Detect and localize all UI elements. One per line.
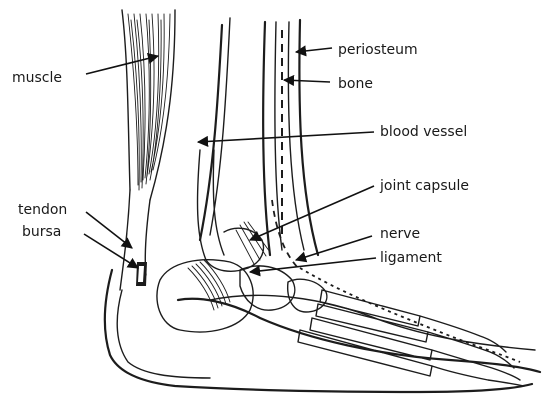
calf-muscle [122,10,175,200]
label-blood-vessel: blood vessel [380,124,467,140]
label-nerve: nerve [380,226,420,242]
label-bone: bone [338,76,373,92]
blood-vessel-pointer [198,132,374,142]
label-muscle: muscle [12,70,62,86]
label-tendon: tendon [18,202,67,218]
periosteum-pointer [296,48,332,52]
bursa [136,262,147,286]
label-bursa: bursa [22,224,61,240]
muscle-pointer [86,56,158,74]
bursa-pointer [84,234,138,268]
foot-bones [157,260,524,386]
ligament-pointer [250,258,376,272]
label-joint-capsule: joint capsule [379,178,469,194]
label-periosteum: periosteum [338,42,418,58]
tendon-pointer [86,212,132,248]
bone-pointer [284,80,330,82]
fibula-and-ankle-joint [198,150,264,271]
nerve-pointer [296,236,372,260]
label-ligament: ligament [380,250,442,266]
